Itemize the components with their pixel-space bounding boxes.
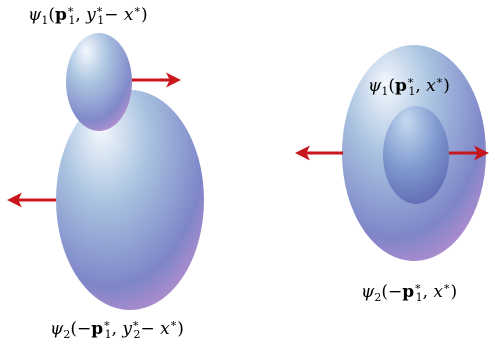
left-panel: ψ1(p∗1, y∗1− x∗) ψ2(−p∗1, y∗2− x∗) — [6, 3, 204, 341]
left-outer-blob — [56, 90, 204, 310]
left-inner-blob — [66, 33, 132, 131]
left-outer-state-label: ψ2(−p∗1, y∗2− x∗) — [50, 317, 184, 341]
right-panel: ψ1(p∗1, x∗) ψ2(−p∗1, x∗) — [295, 45, 489, 304]
right-outer-state-label: ψ2(−p∗1, x∗) — [361, 280, 457, 304]
right-inner-blob — [383, 106, 449, 204]
left-inner-state-label: ψ1(p∗1, y∗1− x∗) — [28, 3, 148, 27]
right-inner-state-label: ψ1(p∗1, x∗) — [368, 74, 450, 98]
